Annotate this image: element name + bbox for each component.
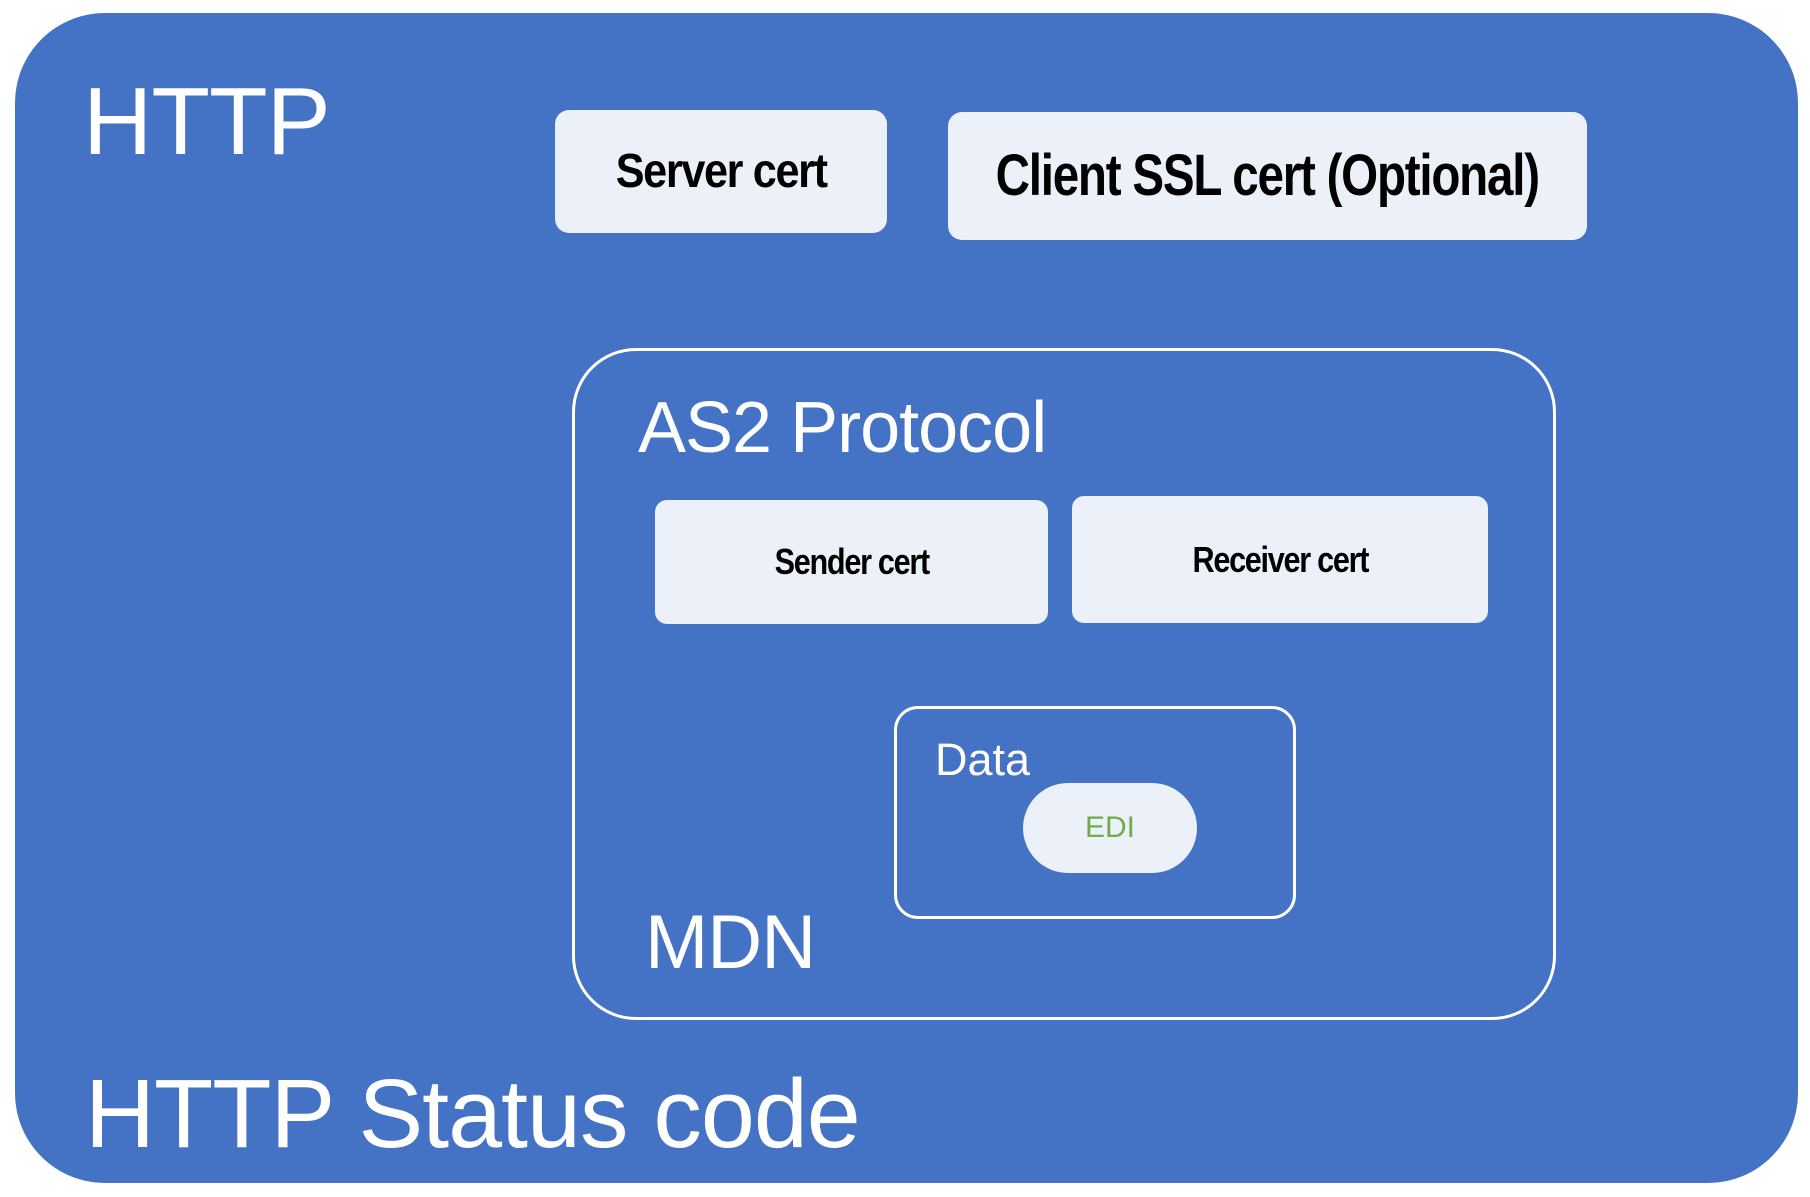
edi-label: EDI [1084, 811, 1135, 844]
edi-pill: EDI [1023, 783, 1197, 873]
sender-cert-label: Sender cert [774, 541, 930, 582]
http-label: HTTP [83, 68, 331, 175]
receiver-cert-label: Receiver cert [1192, 538, 1369, 580]
mdn-label: MDN [645, 900, 816, 985]
receiver-cert-box: Receiver cert [1072, 496, 1488, 623]
sender-cert-box: Sender cert [655, 500, 1048, 624]
data-title: Data [935, 734, 1031, 785]
as2-protocol-title: AS2 Protocol [638, 388, 1047, 468]
server-cert-label: Server cert [615, 144, 828, 198]
client-ssl-cert-label: Client SSL cert (Optional) [995, 143, 1540, 208]
http-container: HTTP Server cert Client SSL cert (Option… [15, 13, 1798, 1183]
as2-protocol-container: AS2 Protocol Sender cert Receiver cert D… [572, 348, 1556, 1020]
http-status-code-label: HTTP Status code [85, 1059, 861, 1168]
server-cert-box: Server cert [555, 110, 887, 233]
client-ssl-cert-box: Client SSL cert (Optional) [948, 112, 1587, 240]
data-container: Data EDI [894, 706, 1296, 919]
